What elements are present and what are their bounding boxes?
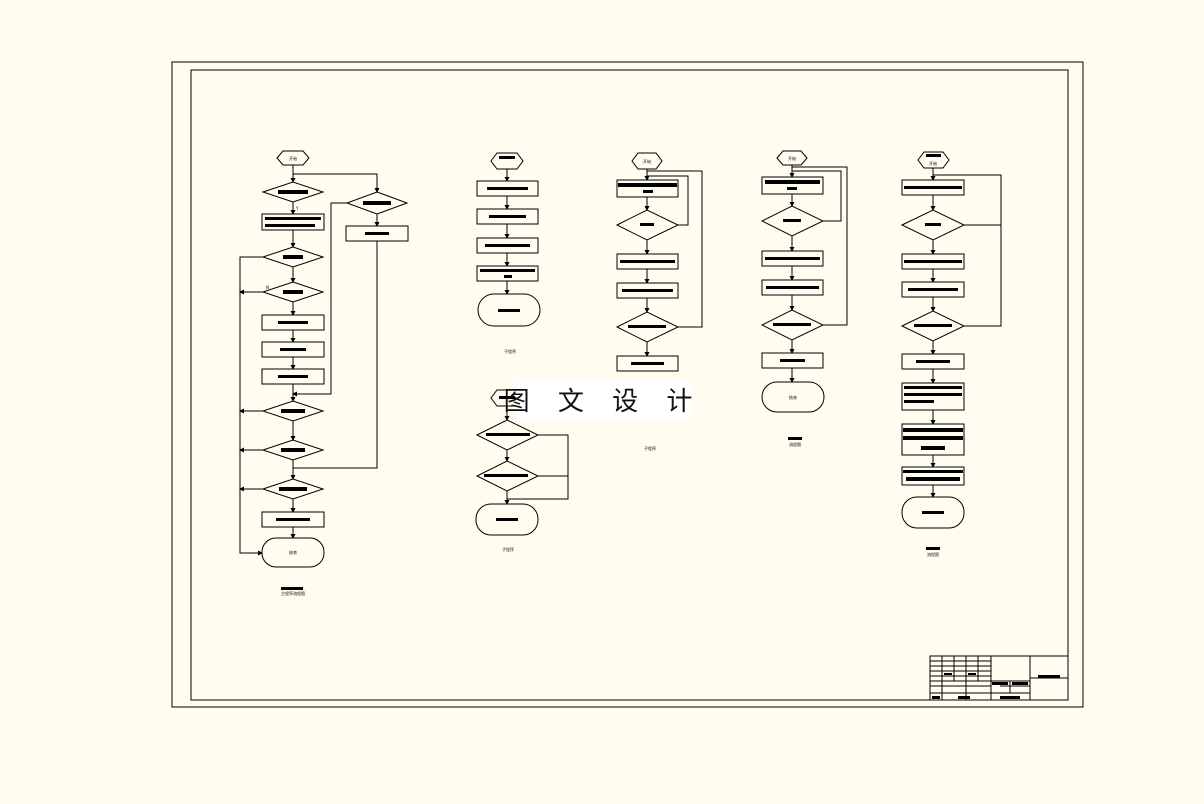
sub-c-terminal: [917, 151, 950, 169]
sub-c-step-7: [901, 466, 965, 486]
watermark: 图 文 设 计: [504, 380, 703, 420]
init-terminal: [490, 152, 524, 170]
watermark-text: 图 文 设 计: [504, 387, 703, 417]
sub-a-step-1: [616, 179, 679, 198]
init-step-4: [476, 265, 539, 282]
caption-init: 子程序: [504, 348, 516, 354]
flowchart-sub-a: 开始 子程序: [615, 152, 703, 451]
sub-a-start-label: 开始: [643, 158, 651, 164]
flowchart-interrupt: 子程序: [475, 389, 569, 552]
sub-b-end: [761, 381, 825, 413]
inner-frame: [190, 69, 1069, 701]
branch-yes-label: Y: [295, 206, 299, 211]
start-label: 开始: [289, 155, 297, 161]
end-label: 结束: [289, 549, 297, 555]
sub-c-start-label: 开始: [929, 160, 937, 166]
title-block: [929, 655, 1069, 701]
caption-sub-c: 流程图: [927, 551, 939, 557]
sub-a-terminal: [631, 152, 663, 170]
flowchart-sub-b: 开始 结束 流程图: [760, 150, 848, 447]
sub-b-step-1: [761, 176, 824, 195]
caption-sub-b: 流程图: [789, 441, 801, 447]
caption-interrupt: 子程序: [502, 546, 514, 552]
branch-no-label: N: [266, 285, 269, 290]
sub-b-terminal: [776, 150, 808, 166]
flowchart-init: 子程序: [476, 152, 541, 354]
sub-b-start-label: 开始: [788, 155, 796, 161]
flowchart-sub-c: 开始 流程图: [900, 151, 1002, 557]
sub-b-end-label: 结束: [789, 394, 797, 400]
caption-main: 主程序流程图: [281, 590, 305, 596]
process-1: [261, 213, 325, 231]
outer-frame: [171, 61, 1084, 708]
start-terminal: [276, 150, 310, 166]
flowchart-main: 开始 结束: [239, 150, 409, 596]
caption-sub-a: 子程序: [644, 445, 656, 451]
